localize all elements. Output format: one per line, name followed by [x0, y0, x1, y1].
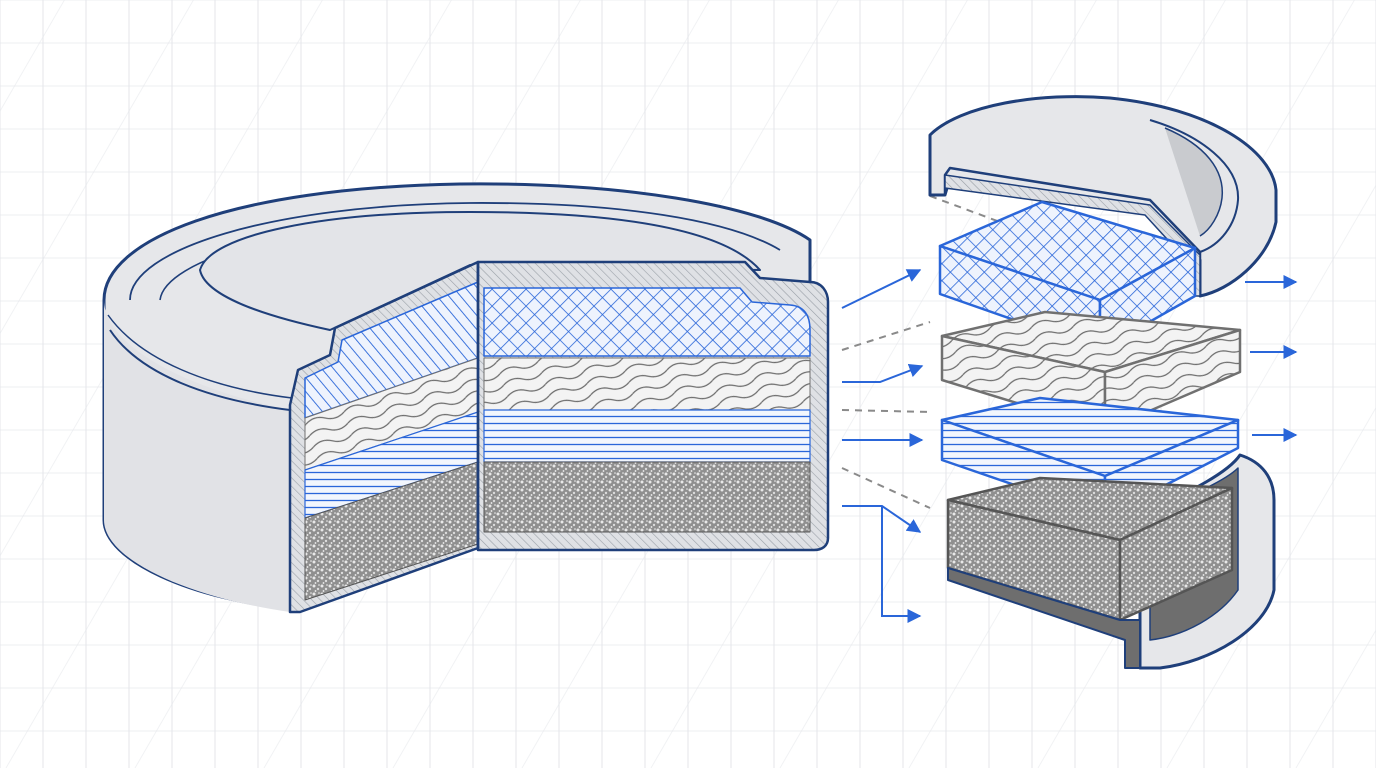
grid-diagonal: [0, 0, 194, 335]
exploded-bottom-cup: [946, 453, 1276, 670]
grid-diagonal: [0, 0, 65, 113]
dash-to-dots: [841, 467, 931, 509]
cut-front-layer-mesh: [483, 287, 811, 357]
cutaway-cell: [102, 182, 830, 614]
cell-side-band: [104, 300, 290, 612]
grid-diagonal: [1166, 406, 1376, 768]
arrow-to-wave: [842, 363, 924, 383]
dash-to-wave: [841, 409, 931, 413]
connector-arrows: [841, 195, 1298, 623]
cut-front-layer-dots: [483, 461, 811, 533]
dash-to-mesh: [841, 321, 931, 351]
cell-top-ring-outer: [129, 202, 781, 301]
cell-rim-line: [109, 329, 291, 411]
arrow-to-base: [881, 506, 922, 623]
grid-diagonal: [1295, 629, 1376, 768]
arrow-to-mesh: [841, 269, 922, 309]
grid-diagonal: [0, 0, 323, 557]
exploded-stack: [928, 95, 1278, 670]
grid-diagonal: [1037, 184, 1376, 768]
cell-top-cap: [199, 211, 761, 331]
cut-front-layer-lines: [483, 409, 811, 463]
cut-front-layer-wave: [483, 357, 811, 411]
cell-rim-line-2: [107, 314, 293, 399]
